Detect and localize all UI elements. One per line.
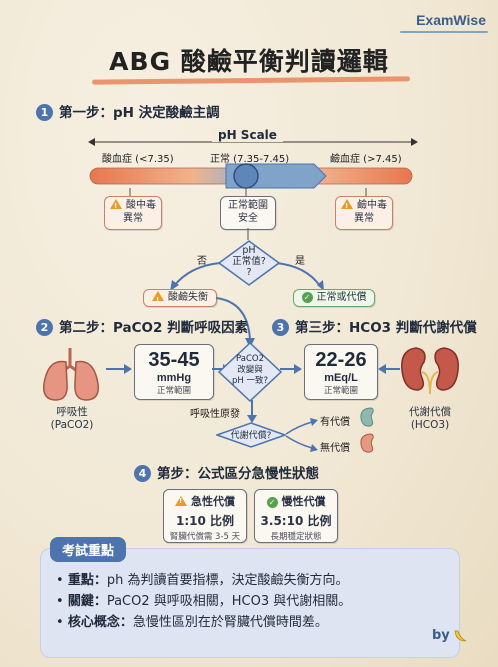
- compensated-label: 有代償: [320, 417, 350, 428]
- imbalance-box: !酸鹼失衡: [143, 289, 217, 307]
- warning-icon: !: [341, 199, 353, 210]
- chronic-title: ✓慢性代償: [255, 493, 337, 509]
- decision3-text: 代謝代償?: [230, 431, 272, 441]
- decision1-text: pH 正常值? ?: [232, 245, 266, 278]
- check-icon: ✓: [301, 292, 313, 303]
- warning-icon: !: [152, 291, 164, 304]
- banana-icon: [454, 630, 467, 642]
- acid-status-box: !酸中毒 異常: [104, 196, 162, 230]
- scale-normal-label: 正常 (7.35-7.45): [210, 154, 290, 165]
- step2-label: 第二步：PaCO2 判斷呼吸因素: [59, 320, 249, 336]
- hco3-value: 22-26: [315, 349, 367, 371]
- acute-note: 腎臟代償需 3-5 天: [169, 532, 241, 542]
- resp-organ-label: 呼吸性 (PaCO2): [50, 406, 94, 431]
- step4-heading: 4 第步：公式區分急慢性狀態: [134, 462, 319, 482]
- kidney-arrow: [378, 364, 400, 374]
- step1-heading: 1 第一步：pH 決定酸鹼主調: [36, 101, 220, 121]
- acute-comp-box: !急性代償 1:10 比例 腎臟代償需 3-5 天: [163, 489, 247, 543]
- lungs-icon: [43, 348, 99, 401]
- scale-alkaline-label: 鹼血症 (>7.45): [330, 154, 402, 165]
- normal-compensated-box: ✓正常或代償: [293, 289, 375, 307]
- page-title: ABG 酸鹼平衡判讀邏輯: [109, 47, 389, 76]
- key-points-panel: [40, 548, 460, 658]
- lungs-arrow: [106, 364, 132, 374]
- brand-underline: [400, 31, 488, 33]
- ph-scale-label: pH Scale: [212, 128, 283, 142]
- resp-origin-label: 呼吸性原發: [190, 409, 240, 420]
- kidneys-icon: [401, 347, 459, 395]
- brand-logo: ExamWise: [416, 12, 486, 28]
- signature: by: [432, 628, 450, 643]
- decision3-diamond: [216, 422, 286, 448]
- uncompensated-label: 無代償: [320, 443, 350, 454]
- ph-indicator: [233, 163, 259, 189]
- paco2-unit: mmHg: [156, 372, 192, 384]
- step2-number: 2: [36, 319, 53, 336]
- decision3-branches: [285, 418, 318, 452]
- step4-label: 第步：公式區分急慢性狀態: [157, 466, 319, 482]
- step4-number: 4: [134, 465, 151, 482]
- decision1-yes-label: 是: [295, 256, 305, 267]
- step1-label: 第一步：pH 決定酸鹼主調: [59, 105, 220, 121]
- decision1-connectors: [170, 228, 324, 291]
- alkaline-status-box: !鹼中毒 異常: [335, 196, 393, 230]
- scale-acid-label: 酸血症 (<7.35): [102, 154, 174, 165]
- acute-ratio: 1:10 比例: [175, 514, 235, 528]
- chronic-note: 長期穩定狀態: [270, 532, 322, 542]
- decision2-text: PaCO2 改變與 pH 一致?: [231, 354, 268, 386]
- decision1-no-label: 否: [197, 256, 207, 267]
- key-point-1: • 重點：ph 為判讀首要指標，決定酸鹼失衡方向。: [56, 573, 349, 588]
- normal-status-box: 正常範圍 安全: [220, 196, 276, 230]
- small-kidney-icon: [360, 407, 374, 427]
- paco2-note: 正常範圍: [156, 386, 191, 396]
- step1-number: 1: [36, 104, 53, 121]
- decision-to-meta-arrow: [280, 364, 302, 374]
- hco3-unit: mEq/L: [324, 372, 358, 384]
- acute-title: !急性代償: [164, 493, 246, 509]
- hco3-note: 正常範圍: [323, 386, 358, 396]
- key-point-2: • 關鍵：PaCO2 與呼吸相關，HCO3 與代謝相關。: [56, 594, 352, 609]
- paco2-range-box: 35-45 mmHg 正常範圍: [134, 344, 214, 400]
- warning-icon: !: [175, 496, 187, 506]
- hco3-range-box: 22-26 mEq/L 正常範圍: [304, 344, 378, 400]
- step3-number: 3: [272, 319, 289, 336]
- decision2-diamond: [218, 342, 282, 402]
- chronic-ratio: 3.5:10 比例: [260, 514, 332, 528]
- step2-heading: 2 第二步：PaCO2 判斷呼吸因素: [36, 316, 248, 336]
- key-points-tag: 考試重點: [50, 537, 127, 562]
- key-point-3: • 核心概念：急慢性區別在於腎臟代償時間差。: [56, 615, 328, 630]
- decision1-diamond: [218, 240, 280, 286]
- check-icon: ✓: [266, 497, 278, 508]
- small-kidney-icon-red: [360, 433, 374, 453]
- decision2-down-arrow: [247, 400, 257, 423]
- ph-scale-axis: [88, 138, 418, 146]
- paco2-value: 35-45: [148, 349, 200, 371]
- meta-organ-label: 代謝代償 (HCO3): [409, 406, 451, 431]
- step3-heading: 3 第三步：HCO3 判斷代謝代償: [272, 316, 477, 336]
- step3-label: 第三步：HCO3 判斷代謝代償: [295, 320, 477, 336]
- chronic-comp-box: ✓慢性代償 3.5:10 比例 長期穩定狀態: [254, 489, 338, 543]
- ph-gradient-bar: [89, 163, 413, 189]
- warning-icon: !: [110, 199, 122, 210]
